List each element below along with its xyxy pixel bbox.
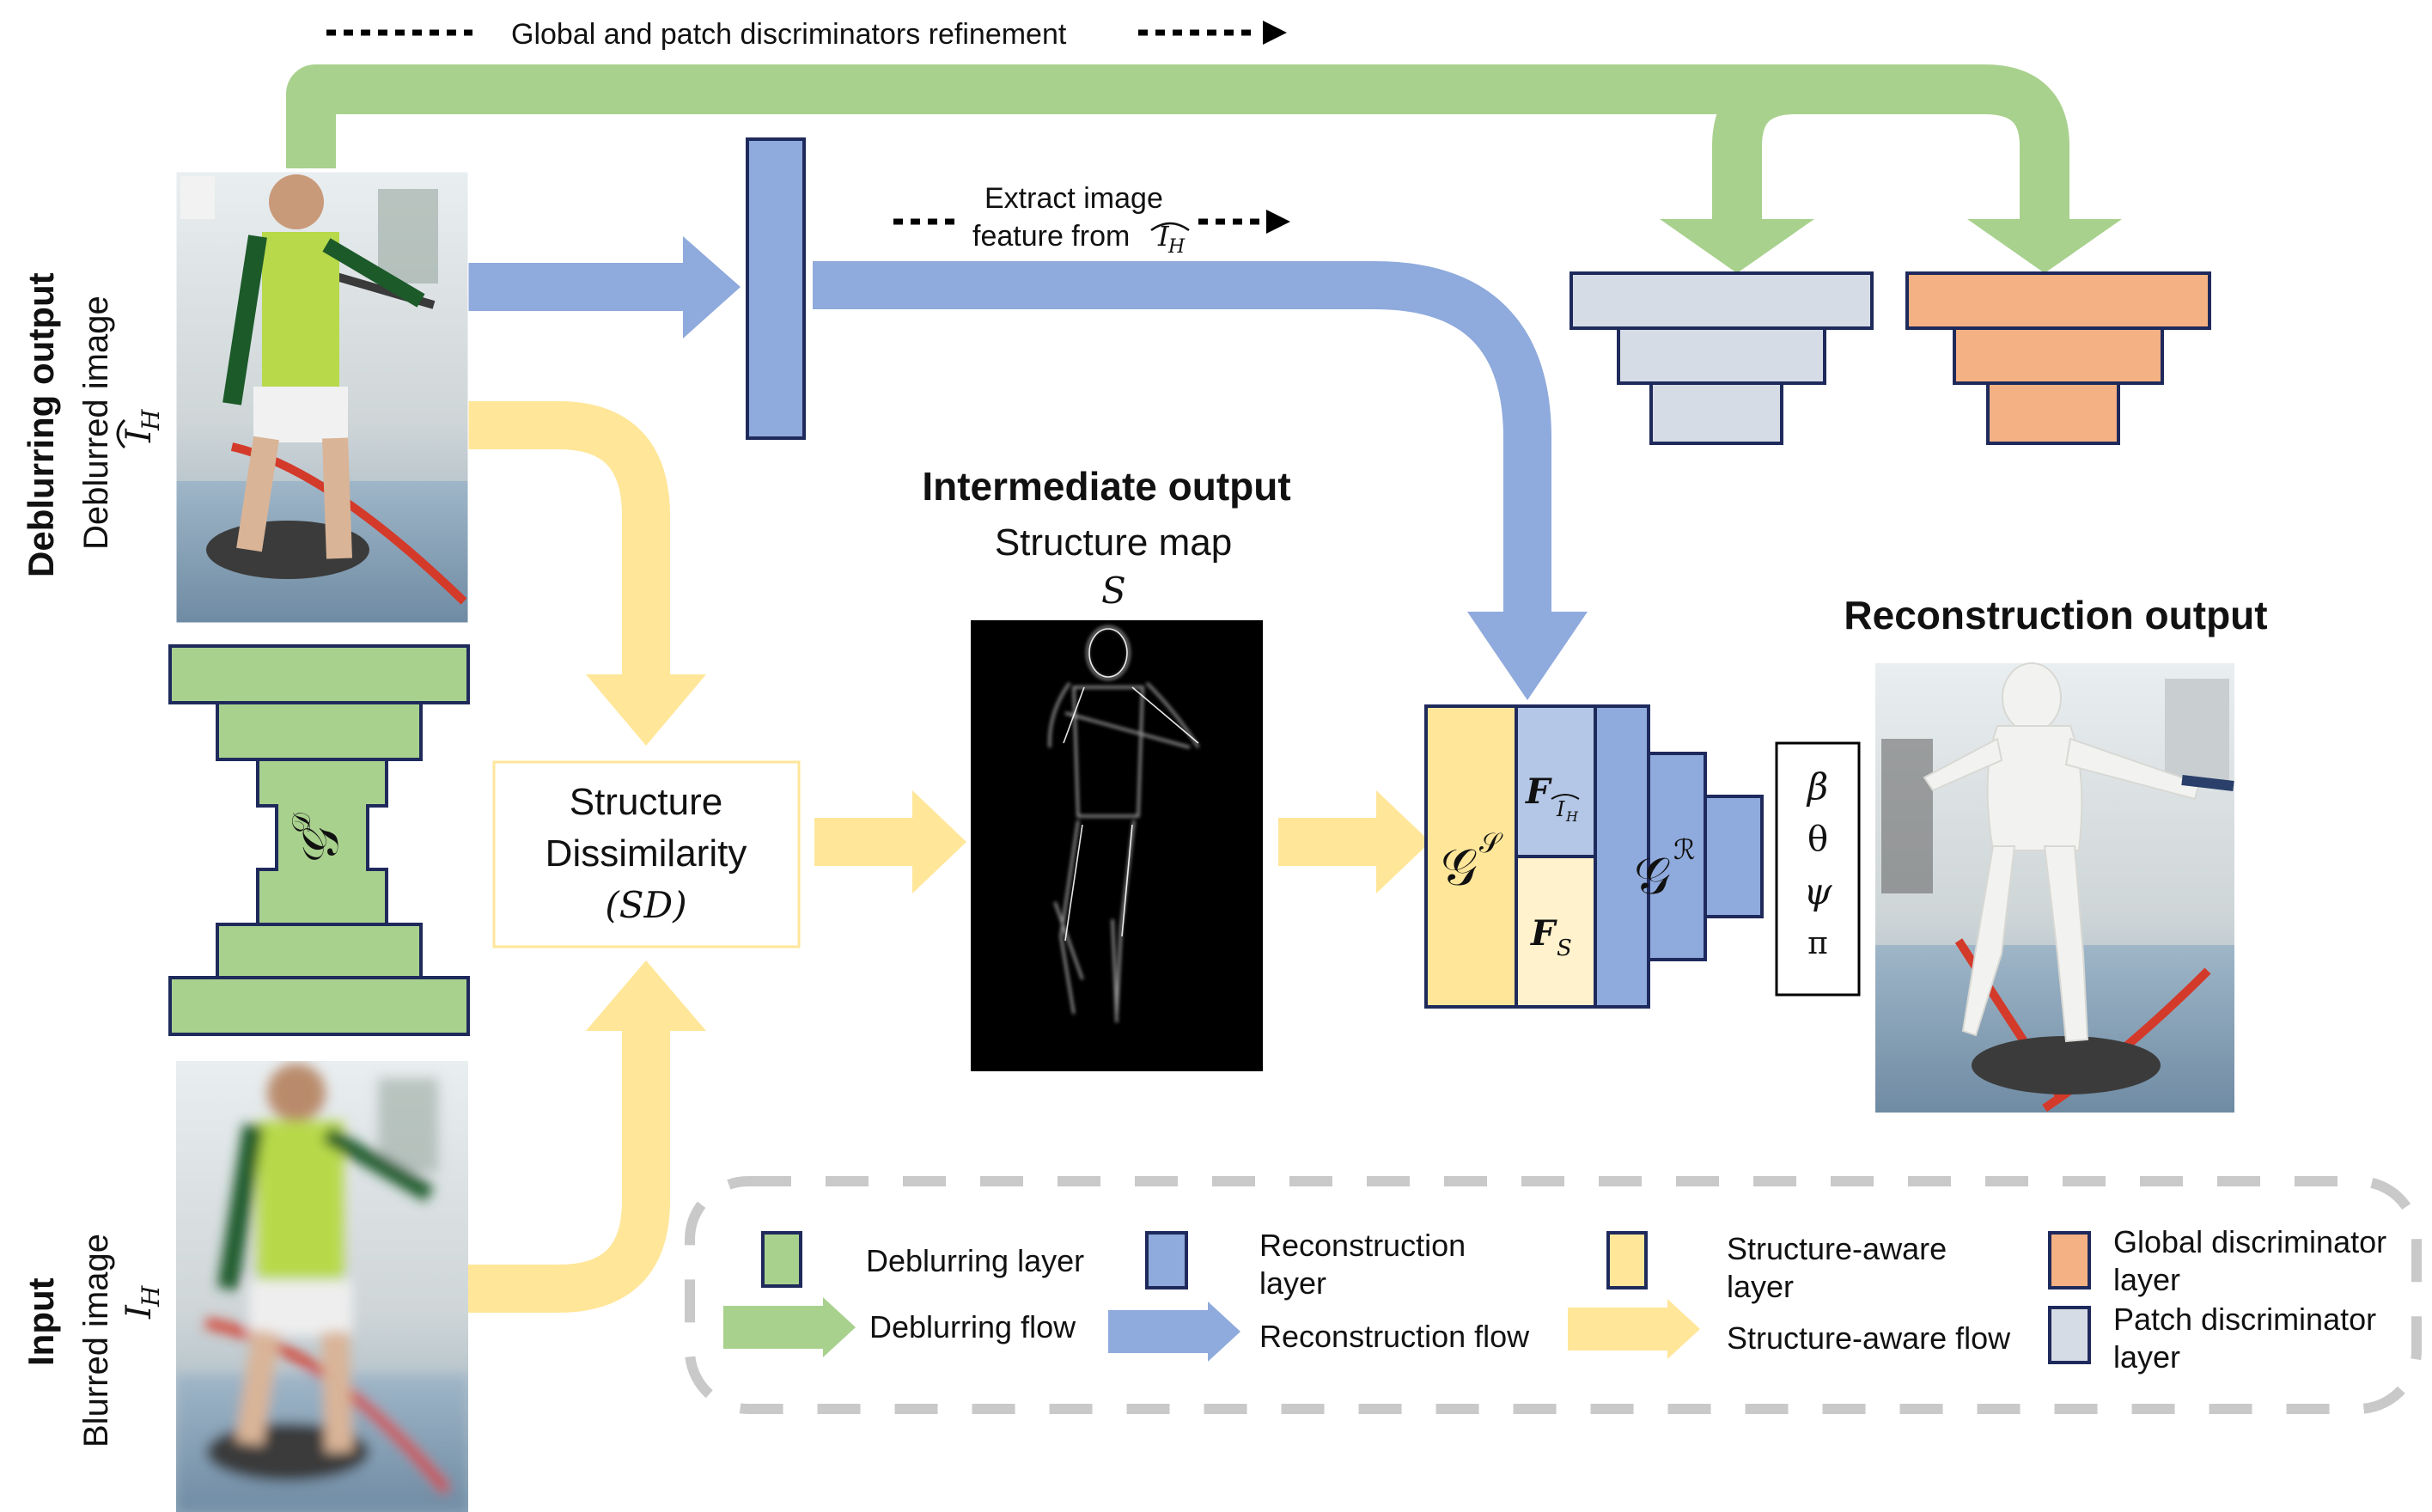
svg-text:H: H bbox=[137, 1285, 165, 1308]
reconstruction-generator bbox=[1594, 704, 1764, 1009]
svg-text:𝒟: 𝒟 bbox=[287, 813, 317, 833]
intermediate-output-title: Intermediate output bbox=[922, 464, 1290, 509]
dotted-arrowhead bbox=[1263, 21, 1287, 45]
yellow-arrowhead-map bbox=[912, 790, 966, 893]
patch-discriminator bbox=[1905, 271, 2211, 445]
param-beta: β bbox=[1806, 765, 1828, 808]
legend-structure-flow: Structure-aware flow bbox=[1727, 1320, 2011, 1356]
structure-map-label: Structure map bbox=[995, 521, 1232, 564]
svg-text:𝒢: 𝒢 bbox=[1441, 838, 1478, 898]
parameters-box bbox=[1775, 741, 1861, 997]
sd-line2: Dissimilarity bbox=[546, 832, 747, 875]
svg-text:H: H bbox=[137, 409, 165, 431]
blurred-image-photo bbox=[176, 1061, 468, 1512]
deblurred-image-symbol: I H bbox=[116, 409, 165, 449]
deblurred-image-label: Deblurred image bbox=[77, 296, 115, 550]
blurred-image-symbol: I H bbox=[119, 1285, 165, 1320]
global-discriminator bbox=[1570, 271, 1874, 445]
legend-arrow-reconstruction-body bbox=[1108, 1310, 1211, 1353]
extract-label-symbol: I H bbox=[1150, 220, 1190, 258]
legend-swatch-patch bbox=[2048, 1306, 2091, 1364]
legend-patch-disc-1: Patch discriminator bbox=[2113, 1302, 2376, 1337]
legend-swatch-global bbox=[2048, 1231, 2091, 1289]
legend-reconstruction-flow: Reconstruction flow bbox=[1259, 1319, 1530, 1354]
feature-extractor bbox=[746, 137, 806, 440]
feature-structure-block: F S bbox=[1515, 855, 1597, 1009]
deblurring-arrowhead-global bbox=[1660, 219, 1814, 273]
svg-text:I: I bbox=[119, 428, 159, 443]
legend-arrow-reconstruction-head bbox=[1208, 1302, 1240, 1362]
legend-swatch-structure bbox=[1606, 1231, 1648, 1289]
svg-text:𝒮: 𝒮 bbox=[1479, 826, 1503, 859]
legend-swatch-deblurring bbox=[761, 1231, 802, 1288]
top-flow-label: Global and patch discriminators refineme… bbox=[511, 18, 1067, 51]
deblurring-output-labels: Deblurring output Deblurred image I H bbox=[21, 272, 165, 577]
yellow-arrowhead-down bbox=[586, 674, 706, 746]
deblurring-generator-symbol: 𝒢 𝒟 bbox=[287, 813, 350, 863]
feature-image-block: F I H bbox=[1515, 704, 1597, 858]
yellow-flow-from-blurred bbox=[468, 1027, 670, 1313]
svg-text:I: I bbox=[1556, 797, 1565, 821]
sd-line3: (SD) bbox=[605, 884, 686, 926]
yellow-flow-to-map bbox=[814, 818, 917, 866]
param-psi: ψ bbox=[1804, 870, 1833, 912]
deblurred-image-photo bbox=[175, 171, 469, 624]
top-flow-annotation: Global and patch discriminators refineme… bbox=[326, 18, 1287, 51]
legend-box bbox=[685, 1176, 2422, 1414]
legend-deblurring-layer: Deblurring layer bbox=[866, 1243, 1084, 1278]
reconstruction-output-title: Reconstruction output bbox=[1844, 593, 2267, 637]
legend-structure-layer-1: Structure-aware bbox=[1727, 1231, 1947, 1266]
svg-text:H: H bbox=[1565, 808, 1579, 825]
legend-arrow-deblurring-body bbox=[723, 1306, 826, 1349]
sd-line1: Structure bbox=[570, 781, 723, 823]
svg-text:𝒢: 𝒢 bbox=[291, 827, 350, 863]
structure-map-symbol: S bbox=[1101, 570, 1126, 612]
legend-arrow-deblurring-head bbox=[823, 1297, 856, 1357]
legend-reconstruction-layer-1: Reconstruction bbox=[1259, 1228, 1466, 1263]
reconstruction-generator-symbol: 𝒢 ℛ bbox=[1634, 833, 1696, 906]
blue-arrowhead-extractor bbox=[683, 236, 741, 338]
blue-flow-to-extractor bbox=[468, 263, 692, 311]
structure-dissimilarity-box bbox=[492, 760, 801, 948]
svg-text:H: H bbox=[1167, 236, 1186, 258]
yellow-flow-from-deblurred bbox=[468, 401, 670, 679]
svg-text:ℛ: ℛ bbox=[1673, 833, 1696, 866]
legend-reconstruction-layer-2: layer bbox=[1259, 1265, 1326, 1301]
legend-arrow-structure-body bbox=[1568, 1308, 1671, 1350]
blurred-image-label: Blurred image bbox=[77, 1234, 115, 1448]
yellow-flow-to-generator bbox=[1278, 818, 1381, 866]
yellow-arrowhead-up bbox=[586, 960, 706, 1031]
input-title: Input bbox=[21, 1277, 61, 1366]
deblurring-generator bbox=[168, 644, 470, 1036]
legend-global-disc-1: Global discriminator bbox=[2113, 1224, 2386, 1259]
input-labels: Input Blurred image I H bbox=[21, 1234, 165, 1448]
svg-text:F: F bbox=[1530, 913, 1557, 954]
extract-label-line2: feature from bbox=[972, 220, 1130, 253]
structure-map-image bbox=[971, 620, 1263, 1071]
extract-feature-annotation: Extract image feature from I H bbox=[893, 182, 1290, 258]
legend-global-disc-2: layer bbox=[2113, 1262, 2180, 1297]
deblurring-arrowhead-patch bbox=[1967, 219, 2122, 273]
svg-text:I: I bbox=[1157, 220, 1170, 253]
param-theta: θ bbox=[1807, 820, 1828, 859]
deblurring-output-title: Deblurring output bbox=[21, 272, 61, 577]
yellow-arrowhead-generator bbox=[1376, 790, 1430, 893]
deblurring-flow-top bbox=[286, 64, 2069, 232]
legend-structure-layer-2: layer bbox=[1727, 1269, 1794, 1304]
structure-aware-generator: 𝒢 𝒮 bbox=[1424, 704, 1518, 1009]
legend-arrow-structure-head bbox=[1667, 1299, 1700, 1359]
blue-flow-to-generator bbox=[813, 261, 1551, 614]
svg-text:I: I bbox=[119, 1304, 159, 1320]
legend-deblurring-flow: Deblurring flow bbox=[869, 1309, 1076, 1344]
svg-text:F: F bbox=[1525, 771, 1552, 812]
extract-label-line1: Extract image bbox=[984, 182, 1163, 215]
legend-patch-disc-2: layer bbox=[2113, 1339, 2180, 1375]
param-pi: π bbox=[1807, 926, 1828, 961]
blue-arrowhead-generator bbox=[1467, 612, 1588, 700]
reconstruction-image bbox=[1875, 662, 2234, 1113]
legend-swatch-reconstruction bbox=[1145, 1231, 1188, 1289]
svg-text:S: S bbox=[1557, 936, 1572, 961]
svg-text:𝒢: 𝒢 bbox=[1634, 846, 1671, 906]
